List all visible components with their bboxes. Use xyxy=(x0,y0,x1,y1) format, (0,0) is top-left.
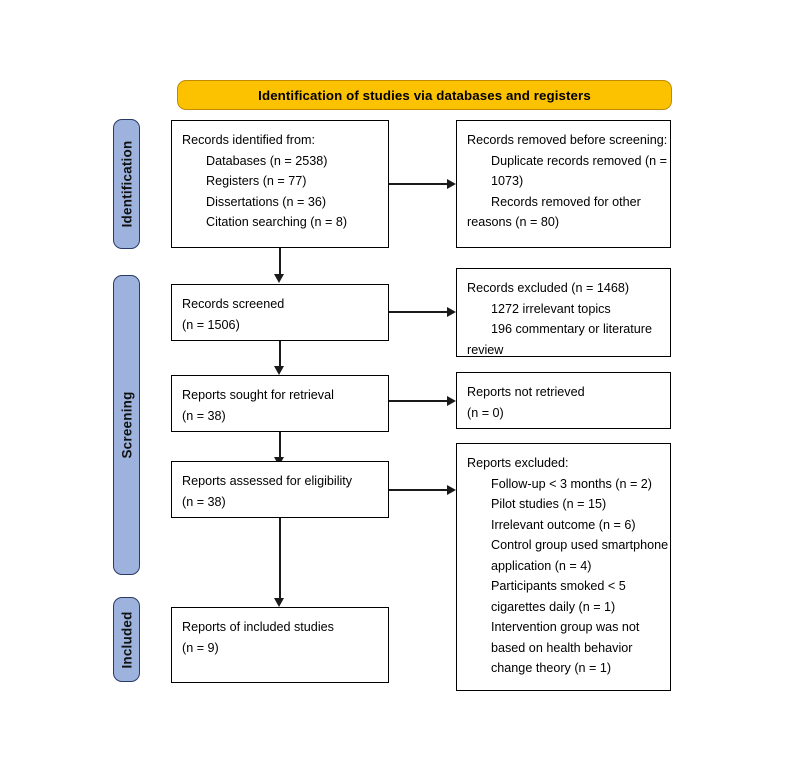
records-identified-box: Records identified from: Databases (n = 2… xyxy=(171,120,389,248)
records-identified-box-line-0: Records identified from: xyxy=(182,133,315,147)
reports-sought-box: Reports sought for retrieval (n = 38) xyxy=(171,375,389,432)
records-removed-box: Records removed before screening: Duplica… xyxy=(456,120,671,248)
records-excluded-box: Records excluded (n = 1468) 1272 irreleva… xyxy=(456,268,671,357)
records-excluded-box-line-0: Records excluded (n = 1468) xyxy=(467,281,630,295)
header-title: Identification of studies via databases … xyxy=(258,87,591,103)
reports-sought-box-line-0: Reports sought for retrieval xyxy=(182,388,334,402)
reports-sought-box-line-1: (n = 38) xyxy=(182,408,226,423)
arrowhead-screened-to-excluded xyxy=(447,306,456,317)
connector-identified-to-removed xyxy=(389,183,447,185)
connector-sought-to-assessed xyxy=(279,432,281,457)
arrowhead-assessed-to-included xyxy=(274,598,285,607)
connector-assessed-to-included xyxy=(279,518,281,598)
records-identified-box-line-1: Databases (n = 2538) xyxy=(206,153,328,168)
reports-included-box-line-1: (n = 9) xyxy=(182,640,219,655)
records-excluded-box-line-3: review xyxy=(467,342,504,357)
reports-excluded-box-line-1: Follow-up < 3 months (n = 2) xyxy=(491,476,652,491)
reports-assessed-box-line-1: (n = 38) xyxy=(182,494,226,509)
stage-label-included: Included xyxy=(119,610,134,669)
reports-not-retrieved-box: Reports not retrieved (n = 0) xyxy=(456,372,671,429)
records-identified-box-line-4: Citation searching (n = 8) xyxy=(206,215,348,229)
arrowhead-sought-to-not-retrieved xyxy=(447,395,456,406)
connector-assessed-to-excluded xyxy=(389,489,447,491)
reports-included-box: Reports of included studies (n = 9) xyxy=(171,607,389,683)
records-excluded-box-line-2: 196 commentary or literature xyxy=(491,322,652,336)
reports-excluded-box-line-4: Control group used smartphone xyxy=(491,538,669,552)
stage-label-identification: Identification xyxy=(119,140,134,228)
records-identified-box-line-2: Registers (n = 77) xyxy=(206,174,307,188)
connector-sought-to-not-retrieved xyxy=(389,400,447,402)
arrowhead-identified-to-screened xyxy=(274,274,285,283)
reports-not-retrieved-box-line-0: Reports not retrieved xyxy=(467,385,585,399)
stage-bar-included: Included xyxy=(113,597,140,682)
records-removed-box-line-1: Duplicate records removed (n = xyxy=(491,153,668,168)
reports-excluded-box-line-8: Intervention group was not xyxy=(491,620,640,634)
records-removed-box-line-2: 1073) xyxy=(491,174,524,188)
arrowhead-identified-to-removed xyxy=(447,178,456,189)
records-screened-box-line-1: (n = 1506) xyxy=(182,317,240,332)
connector-screened-to-excluded xyxy=(389,311,447,313)
reports-excluded-box-line-9: based on health behavior xyxy=(491,640,633,655)
records-identified-box-line-3: Dissertations (n = 36) xyxy=(206,194,327,209)
stage-label-screening: Screening xyxy=(119,391,134,459)
reports-excluded-box-line-5: application (n = 4) xyxy=(491,558,592,573)
connector-screened-to-sought xyxy=(279,341,281,366)
reports-excluded-box-line-3: Irrelevant outcome (n = 6) xyxy=(491,517,636,532)
reports-excluded-box-line-10: change theory (n = 1) xyxy=(491,661,612,675)
reports-included-box-line-0: Reports of included studies xyxy=(182,620,334,634)
records-excluded-box-line-1: 1272 irrelevant topics xyxy=(491,301,611,316)
records-screened-box: Records screened (n = 1506) xyxy=(171,284,389,341)
stage-bar-identification: Identification xyxy=(113,119,140,249)
records-screened-box-line-0: Records screened xyxy=(182,297,285,311)
reports-excluded-box-line-6: Participants smoked < 5 xyxy=(491,579,626,593)
connector-identified-to-screened xyxy=(279,248,281,274)
stage-bar-screening: Screening xyxy=(113,275,140,575)
reports-excluded-box-line-0: Reports excluded: xyxy=(467,456,569,470)
reports-assessed-box-line-0: Reports assessed for eligibility xyxy=(182,474,353,488)
reports-excluded-box-line-7: cigarettes daily (n = 1) xyxy=(491,599,616,614)
reports-excluded-box: Reports excluded: Follow-up < 3 months (n… xyxy=(456,443,671,691)
reports-assessed-box: Reports assessed for eligibility (n = 38) xyxy=(171,461,389,518)
records-removed-box-line-0: Records removed before screening: xyxy=(467,133,668,147)
records-removed-box-line-4: reasons (n = 80) xyxy=(467,215,560,229)
reports-excluded-box-line-2: Pilot studies (n = 15) xyxy=(491,497,607,511)
reports-not-retrieved-box-line-1: (n = 0) xyxy=(467,405,504,420)
header-banner: Identification of studies via databases … xyxy=(177,80,672,110)
arrowhead-screened-to-sought xyxy=(274,366,285,375)
records-removed-box-line-3: Records removed for other xyxy=(491,194,641,209)
arrowhead-assessed-to-excluded xyxy=(447,484,456,495)
